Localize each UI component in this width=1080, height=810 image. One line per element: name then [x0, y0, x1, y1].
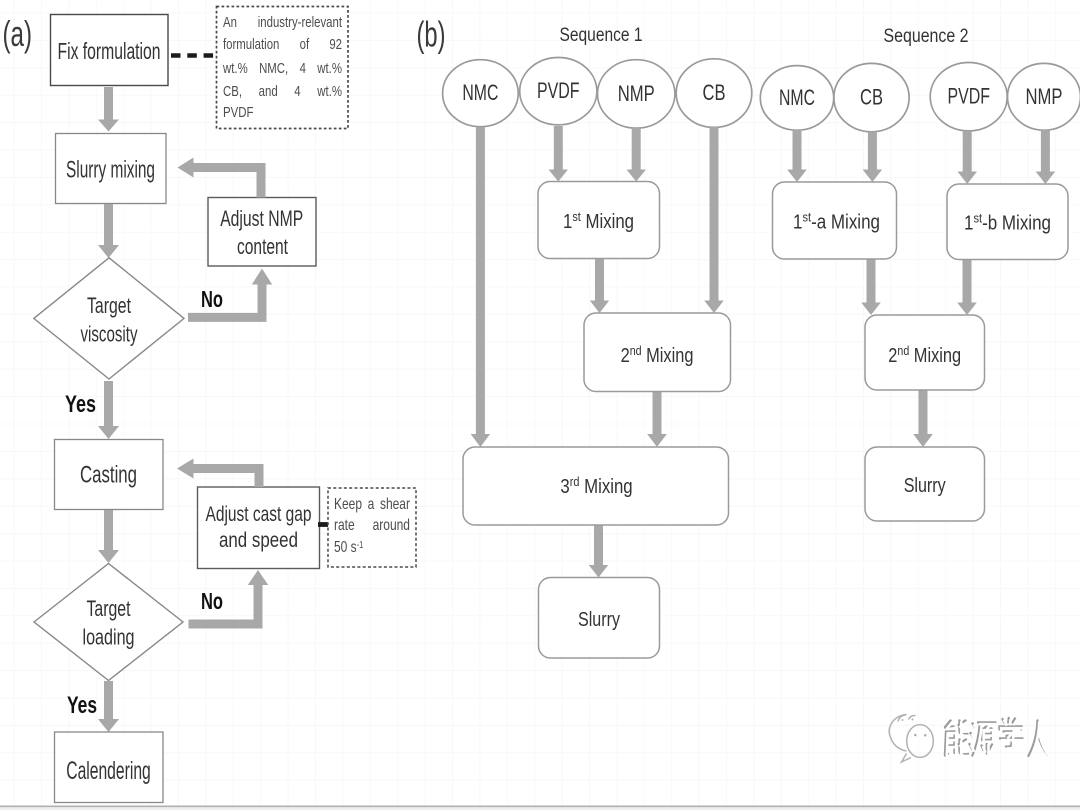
svg-text:CB: CB — [703, 80, 726, 105]
svg-text:and speed: and speed — [219, 528, 298, 552]
svg-text:loading: loading — [83, 625, 135, 650]
svg-text:Adjust cast gap: Adjust cast gap — [206, 502, 312, 526]
svg-text:No: No — [201, 286, 223, 312]
svg-text:1st Mixing: 1st Mixing — [563, 209, 634, 232]
svg-text:NMC: NMC — [462, 80, 498, 105]
svg-text:CB: CB — [860, 85, 883, 110]
svg-text:1st-b Mixing: 1st-b Mixing — [964, 211, 1051, 234]
svg-text:Adjust NMP: Adjust NMP — [220, 206, 303, 231]
svg-text:NMP: NMP — [1026, 84, 1063, 109]
svg-text:Target: Target — [87, 596, 131, 621]
svg-text:Yes: Yes — [67, 692, 97, 719]
svg-text:Slurry mixing: Slurry mixing — [66, 157, 155, 184]
svg-text:(b): (b) — [417, 14, 446, 55]
svg-text:Yes: Yes — [65, 391, 96, 418]
svg-text:NMP: NMP — [618, 81, 655, 106]
svg-text:PVDF: PVDF — [947, 84, 990, 109]
svg-text:Slurry: Slurry — [578, 609, 620, 631]
svg-text:1st-a Mixing: 1st-a Mixing — [793, 210, 880, 233]
svg-text:Slurry: Slurry — [904, 475, 946, 497]
svg-text:Calendering: Calendering — [66, 757, 151, 785]
svg-text:Fix formulation: Fix formulation — [58, 38, 161, 64]
svg-text:Casting: Casting — [80, 462, 137, 489]
svg-text:viscosity: viscosity — [81, 322, 138, 347]
svg-text:2nd Mixing: 2nd Mixing — [621, 343, 694, 366]
svg-text:(a): (a) — [3, 13, 32, 54]
svg-text:PVDF: PVDF — [537, 78, 580, 103]
svg-text:NMC: NMC — [779, 85, 815, 110]
svg-text:Sequence 2: Sequence 2 — [884, 26, 969, 47]
svg-text:content: content — [237, 234, 288, 259]
svg-text:Target: Target — [87, 293, 131, 318]
svg-text:Sequence 1: Sequence 1 — [560, 25, 643, 46]
svg-text:No: No — [201, 588, 223, 614]
